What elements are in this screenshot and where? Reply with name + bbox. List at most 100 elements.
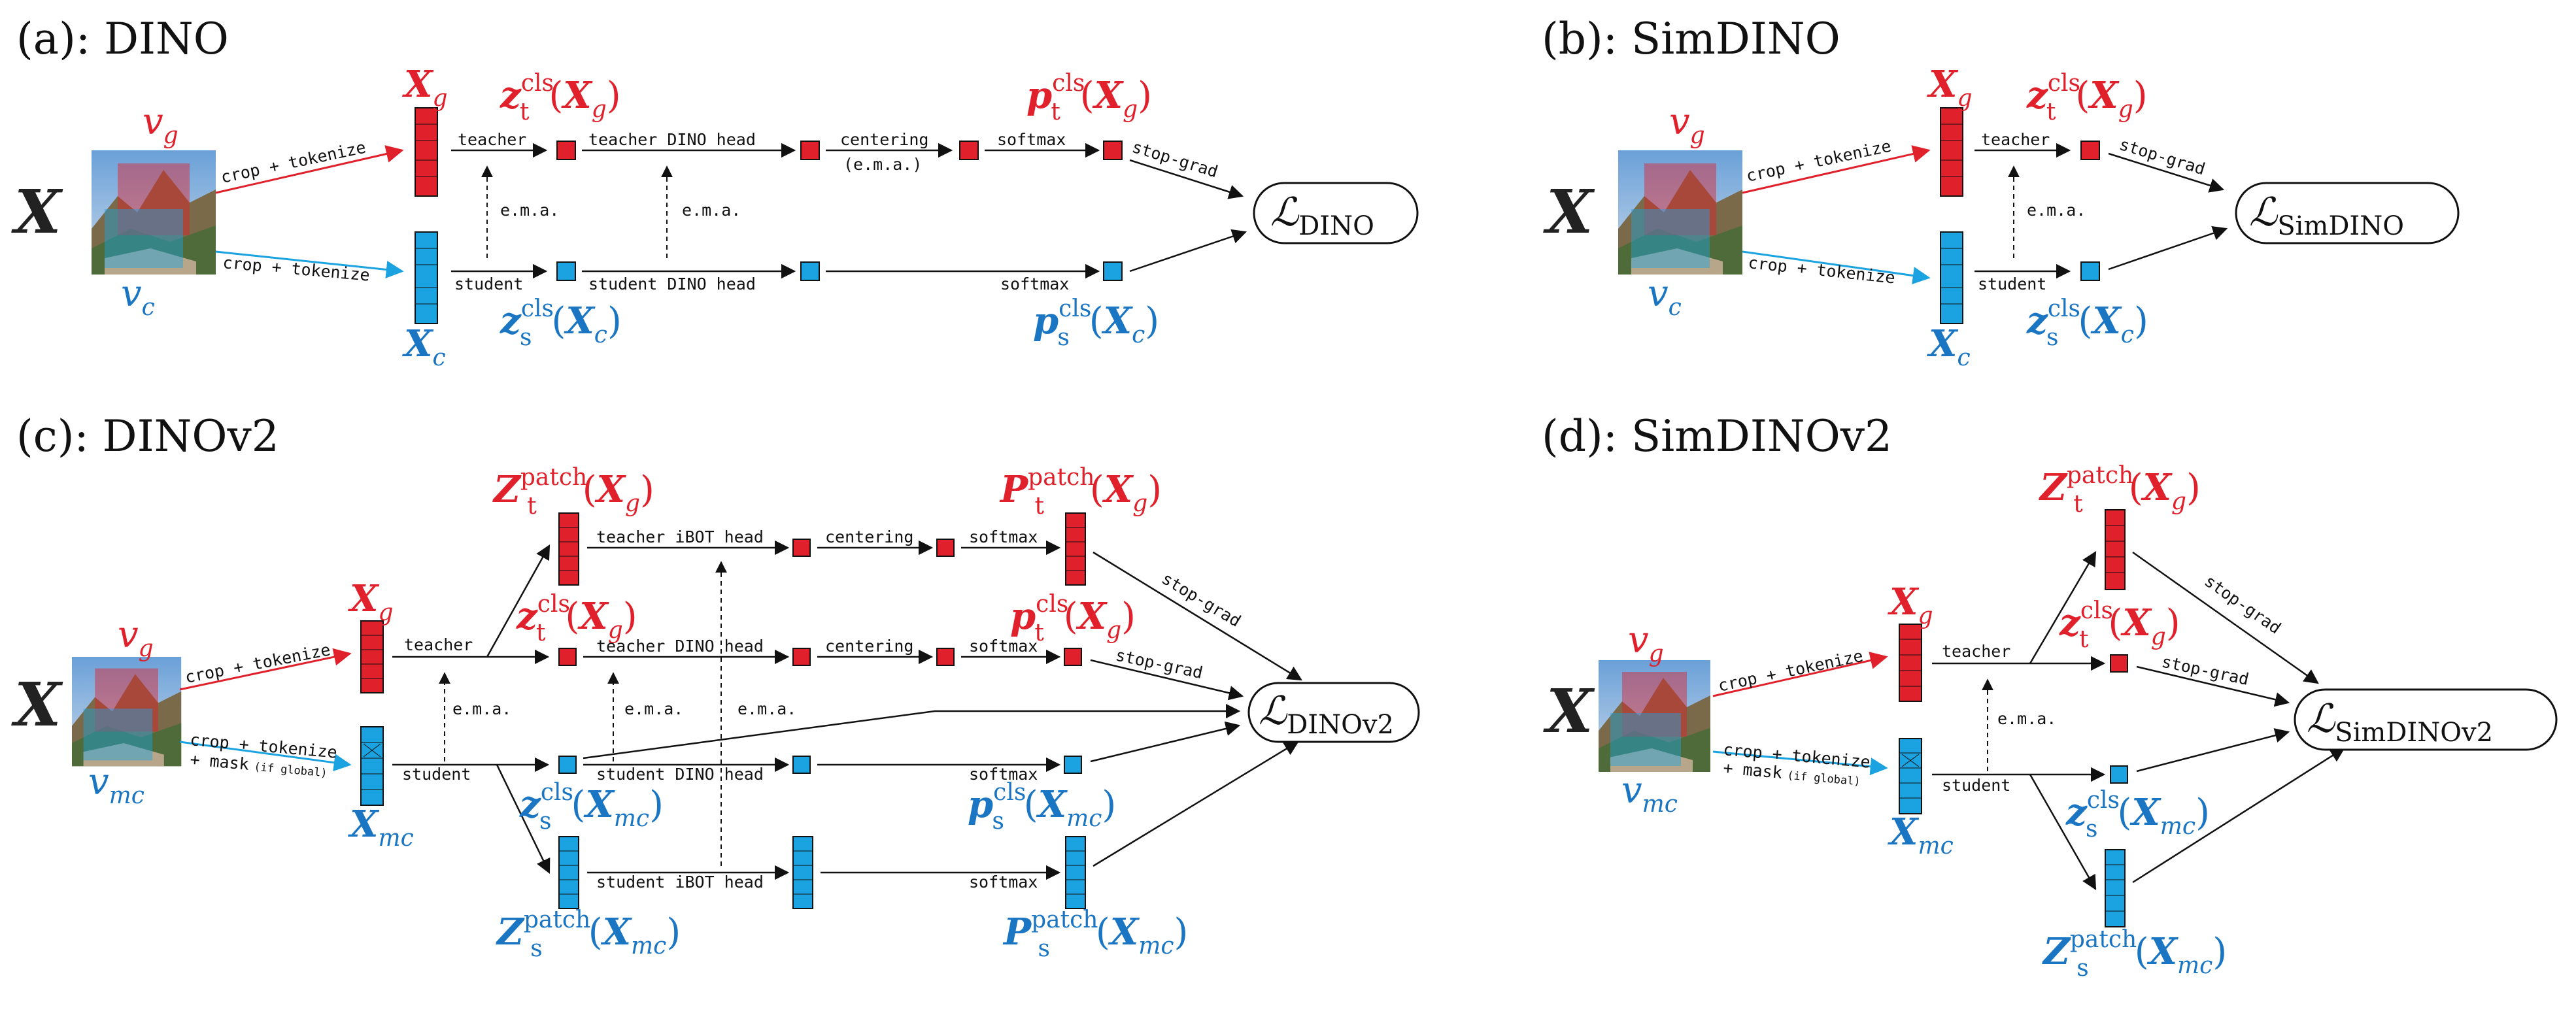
node-student-ibot-stack [792, 836, 813, 909]
token-masked-label: Xmc [348, 803, 414, 852]
label-centering-note: (e.m.a.) [843, 155, 922, 174]
view-global-label: vg [1628, 619, 1664, 667]
edge-zs-loss [2136, 728, 2290, 773]
label-teacher: teacher [458, 130, 526, 149]
node-zs [558, 756, 577, 774]
node-zt [556, 141, 576, 160]
view-local-label: vc [1648, 273, 1682, 321]
node-dino-out [792, 648, 811, 666]
label-crop-top: crop + tokenize [219, 138, 367, 187]
node-ps [1064, 756, 1082, 774]
token-global-label: Xg [1888, 580, 1933, 629]
local-crop-overlay [105, 209, 183, 268]
panel-b: (b): SimDINO X vg vc crop + tokenize cro… [1542, 14, 2460, 371]
edge-stop-grad [2108, 152, 2225, 193]
edge-student-patch [2029, 774, 2097, 890]
mountain-photo-icon [1618, 150, 1742, 275]
edge-teacher-patch [2029, 551, 2097, 664]
label-ema-3: e.m.a. [737, 699, 796, 718]
edge-crop-local [215, 250, 404, 278]
edge-crop-global [215, 145, 404, 194]
token-stack-local [1940, 231, 1963, 324]
node-pt [1064, 648, 1082, 666]
panel-c: (c): DINOv2 X vg vmc crop + tokenize cro… [11, 411, 1420, 962]
panel-b-input-X: X [1543, 176, 1595, 247]
loss-dinov2-label: ℒDINOv2 [1259, 688, 1394, 740]
panel-d-title: (d): SimDINOv2 [1542, 411, 1892, 461]
edge-zs-loss [583, 703, 1241, 759]
token-global-label: Xg [402, 63, 448, 112]
view-masked-label: vmc [88, 761, 144, 809]
label-softmax-3: softmax [969, 765, 1038, 784]
node-zs [556, 261, 576, 281]
edge-teacher-patch [486, 544, 551, 658]
node-ibot-out [792, 539, 811, 557]
label-student-dino: student DINO head [596, 765, 764, 784]
panel-c-input-X: X [11, 669, 63, 740]
label-softmax-top: softmax [997, 130, 1066, 149]
node-Zs-stack [2105, 849, 2126, 927]
node-centered [959, 141, 979, 160]
panel-a-title: (a): DINO [16, 14, 229, 64]
panel-d-input-X: X [1543, 676, 1595, 746]
edge-zs-loss [2108, 225, 2228, 271]
edge-student-patch [496, 764, 551, 875]
node-Zs-stack [558, 836, 579, 909]
label-softmax-bottom: softmax [1000, 275, 1069, 293]
mountain-photo-icon [1599, 660, 1710, 772]
loss-dino-label: ℒDINO [1270, 190, 1374, 241]
label-softmax-1: softmax [969, 527, 1038, 546]
edge-ps-loss [1129, 229, 1247, 273]
edge-crop-masked [1712, 750, 1888, 776]
token-global-label: Xg [348, 577, 394, 626]
mountain-photo-icon [92, 150, 216, 275]
edge-stop-grad-1 [1093, 551, 1302, 681]
edge-Ps-loss [1093, 741, 1299, 867]
edge-stop-grad-1 [2132, 551, 2319, 684]
edge-stop-grad [1129, 159, 1244, 199]
edge-ps-loss [1090, 721, 1241, 763]
mountain-photo-icon [72, 657, 182, 767]
panel-b-title: (b): SimDINO [1542, 14, 1840, 64]
edge-crop-local [1742, 250, 1931, 284]
label-student: student [1942, 776, 2010, 795]
label-teacher-ibot: teacher iBOT head [596, 527, 764, 546]
token-masked-label: Xmc [1888, 810, 1954, 859]
node-student-head-out [800, 261, 820, 281]
node-zt [2110, 654, 2128, 673]
token-global-label: Xg [1927, 63, 1973, 112]
label-crop-top: crop + tokenize [1716, 646, 1865, 695]
node-Zt-stack [558, 512, 579, 586]
token-stack-masked [1899, 738, 1922, 814]
node-Ps-stack [1065, 836, 1086, 909]
view-global-label: vg [1669, 101, 1705, 149]
panel-a-input-X: X [11, 176, 63, 247]
label-ema-1: e.m.a. [500, 201, 559, 220]
label-teacher: teacher [404, 635, 473, 654]
label-ema: e.m.a. [2027, 201, 2086, 220]
loss-simdino-label: ℒSimDINO [2249, 190, 2404, 241]
panel-c-title: (c): DINOv2 [16, 411, 279, 461]
view-masked-label: vmc [1621, 769, 1678, 818]
label-ema-1: e.m.a. [452, 699, 511, 718]
view-local-label: vc [121, 273, 155, 321]
node-ps [1103, 261, 1123, 281]
label-centering-1: centering [825, 527, 913, 546]
loss-simdinov2-box [2294, 688, 2558, 751]
panel-a: (a): DINO X vg vc crop + tokenize crop +… [11, 14, 1419, 371]
node-zs [2080, 261, 2100, 281]
edge-crop-masked [179, 741, 352, 772]
loss-dino-box [1253, 182, 1419, 244]
label-softmax-4: softmax [969, 873, 1038, 892]
label-centering: centering [840, 130, 928, 149]
label-student: student [402, 765, 471, 784]
